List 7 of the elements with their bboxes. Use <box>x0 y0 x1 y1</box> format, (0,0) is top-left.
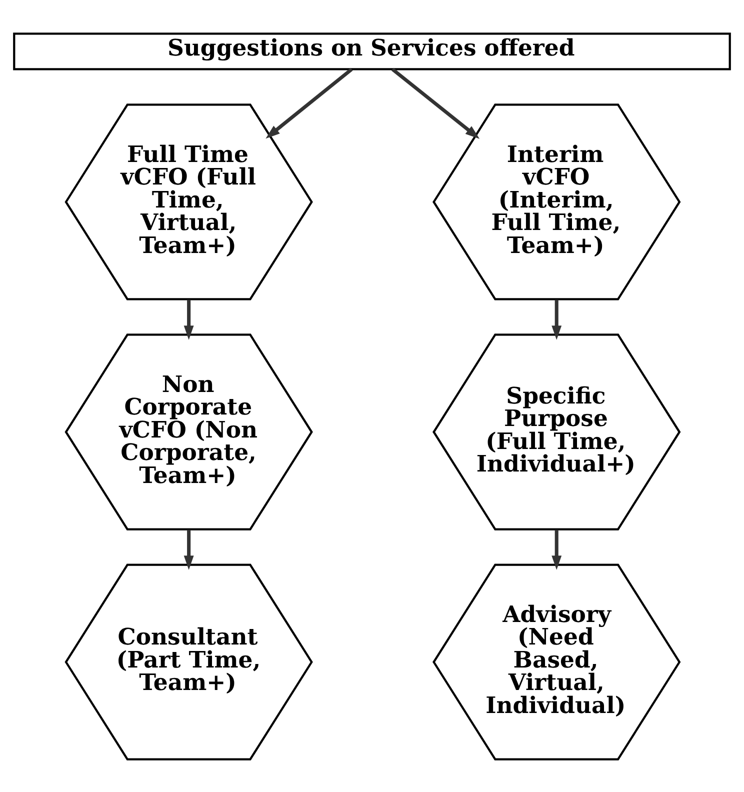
arrow <box>184 529 194 570</box>
arrow <box>552 299 562 340</box>
arrow <box>391 67 480 138</box>
arrow <box>266 67 353 138</box>
node-box: Suggestions on Services offered <box>13 32 731 70</box>
arrow <box>184 299 194 340</box>
arrow <box>552 529 562 570</box>
